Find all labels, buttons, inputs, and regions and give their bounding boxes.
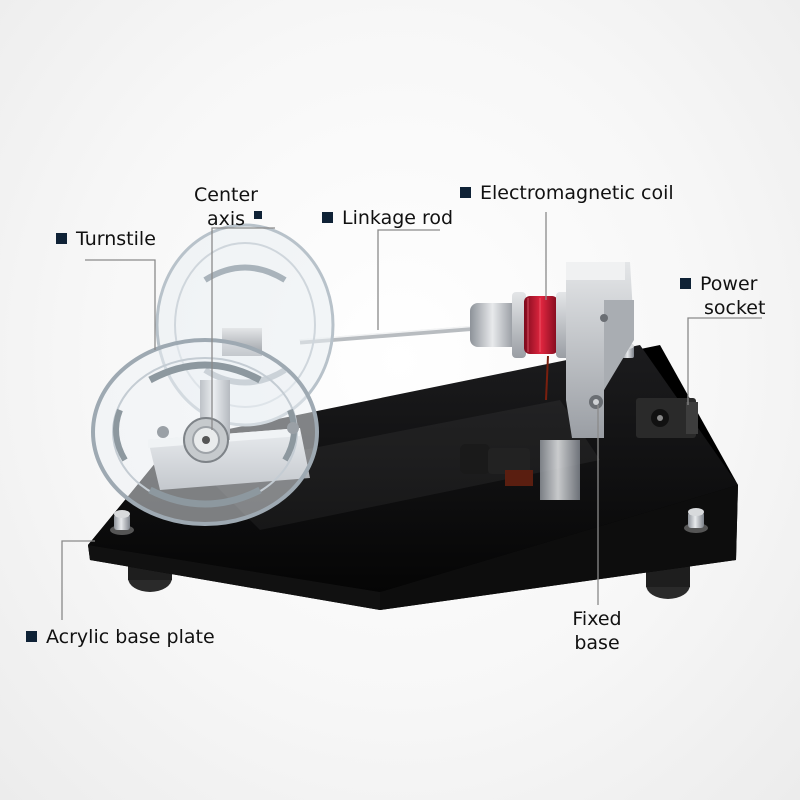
turnstile-text: Turnstile bbox=[76, 228, 156, 250]
power-socket bbox=[636, 398, 698, 438]
base-plate-leader bbox=[61, 540, 95, 620]
lower-coil-assembly bbox=[460, 440, 580, 500]
label-fixed-base: Fixed base bbox=[552, 607, 642, 655]
center-axis-line2-text: axis bbox=[206, 208, 246, 230]
power-socket-line2: socket bbox=[680, 296, 765, 320]
center-axis-line1: Center bbox=[194, 184, 258, 206]
power-socket-leader bbox=[687, 317, 762, 405]
center-axis-line2: axis bbox=[186, 207, 266, 231]
label-linkage-rod: Linkage rod bbox=[322, 206, 453, 230]
marker-square-icon bbox=[26, 631, 37, 642]
center-axis-leader bbox=[211, 227, 275, 430]
turnstile-leader bbox=[85, 259, 156, 350]
marker-square-icon bbox=[680, 278, 691, 289]
power-socket-line2-text: socket bbox=[704, 297, 766, 319]
marker-square-icon bbox=[56, 233, 67, 244]
label-electromagnetic-coil: Electromagnetic coil bbox=[460, 181, 674, 205]
label-acrylic-base-plate: Acrylic base plate bbox=[26, 625, 215, 649]
label-power-socket: Power socket bbox=[680, 272, 765, 320]
fixed-base-bracket bbox=[566, 262, 634, 438]
acrylic-base-plate-text: Acrylic base plate bbox=[46, 626, 215, 648]
label-turnstile: Turnstile bbox=[56, 227, 156, 251]
fixed-base-line2: base bbox=[574, 632, 620, 654]
linkage-rod-leader bbox=[377, 229, 440, 330]
marker-square-icon bbox=[254, 211, 262, 219]
linkage-rod-text: Linkage rod bbox=[342, 207, 454, 229]
power-socket-line1-text: Power bbox=[700, 273, 758, 295]
power-socket-line1: Power bbox=[680, 272, 765, 296]
electromagnetic-coil-text: Electromagnetic coil bbox=[480, 182, 674, 204]
center-axis-bearing bbox=[183, 417, 229, 463]
marker-square-icon bbox=[460, 187, 471, 198]
marker-square-icon bbox=[322, 212, 333, 223]
leader-lines bbox=[61, 212, 762, 620]
fixed-base-line1: Fixed bbox=[572, 608, 622, 630]
label-center-axis: Center axis bbox=[186, 183, 266, 231]
